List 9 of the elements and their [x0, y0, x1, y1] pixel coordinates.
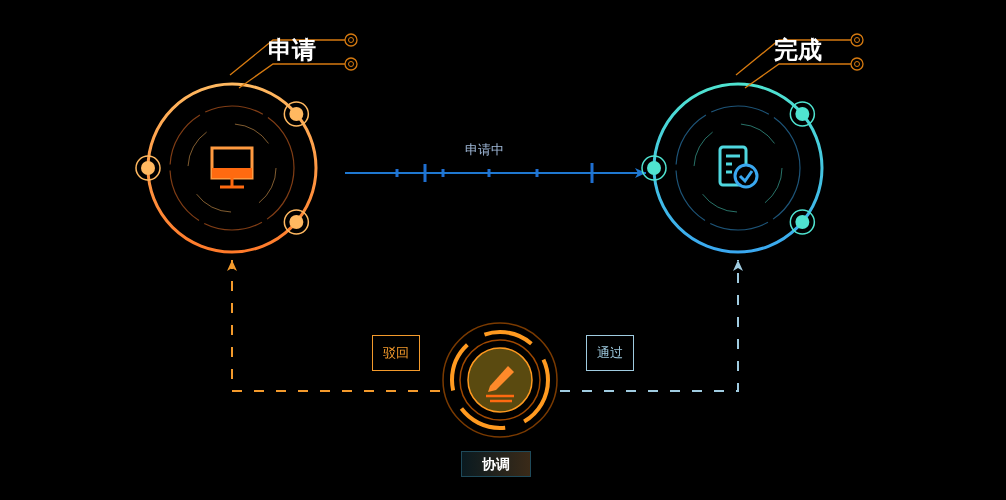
node-title: 申请	[268, 36, 316, 64]
dashed-arrow	[227, 259, 441, 392]
arrow	[344, 168, 647, 178]
dashed-arrow	[559, 259, 743, 392]
edge-label: 通过	[586, 335, 634, 371]
node-title: 完成	[774, 36, 822, 64]
node-label: 协调	[461, 451, 531, 477]
edge-label: 驳回	[372, 335, 420, 371]
edge-label: 申请中	[463, 141, 506, 159]
